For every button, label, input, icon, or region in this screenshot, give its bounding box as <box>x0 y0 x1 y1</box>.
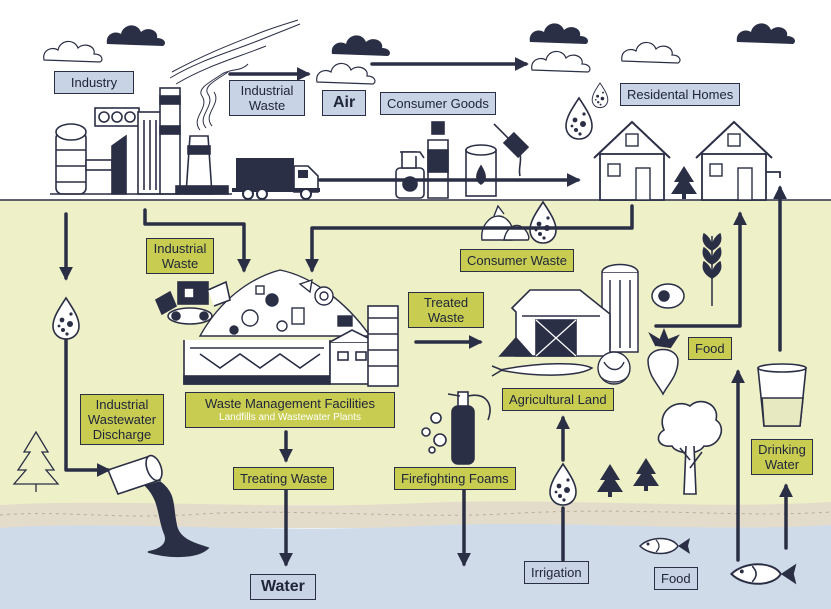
treatment-plant-icon <box>183 305 399 387</box>
drain-pipe-icon <box>106 454 210 558</box>
pine-tree-icon <box>12 430 60 492</box>
flow-arrow <box>305 204 634 273</box>
paint-can-icon <box>465 144 497 197</box>
label-food-land: Food <box>688 337 732 360</box>
barn-icon <box>498 289 611 357</box>
label-irrigation: Irrigation <box>524 561 589 584</box>
flow-arrow <box>143 208 251 273</box>
label-industry: Industry <box>54 71 134 94</box>
paint-brush-icon <box>493 123 530 177</box>
cabbage-icon <box>597 351 631 385</box>
label-food-water: Food <box>654 567 698 590</box>
landfill-icon <box>198 269 372 337</box>
label-water: Water <box>250 574 316 600</box>
drinking-glass-icon <box>757 363 807 427</box>
label-firefighting-foams: Firefighting Foams <box>394 467 516 490</box>
carrot-icon <box>491 363 594 377</box>
steak-icon <box>651 283 685 309</box>
factory-icon <box>50 87 232 195</box>
label-air: Air <box>322 90 367 116</box>
beet-icon <box>647 327 680 396</box>
water-area <box>0 523 831 609</box>
fire-extinguisher-icon <box>421 391 491 465</box>
bulldozer-icon <box>154 280 231 325</box>
label-consumer-goods: Consumer Goods <box>380 92 496 115</box>
faucet-icon <box>766 171 781 178</box>
silo-icon <box>601 263 639 353</box>
label-consumer-waste: Consumer Waste <box>460 249 574 272</box>
flow-arrow <box>654 211 747 328</box>
smoke-icon <box>169 19 301 131</box>
label-agricultural-land: Agricultural Land <box>502 388 614 411</box>
truck-icon <box>232 158 320 200</box>
wheat-icon <box>702 232 722 306</box>
flow-arrow <box>64 338 111 477</box>
deciduous-tree-icon <box>657 400 722 495</box>
label-treating-waste: Treating Waste <box>233 467 335 490</box>
label-residential-homes: Residental Homes <box>620 83 741 106</box>
